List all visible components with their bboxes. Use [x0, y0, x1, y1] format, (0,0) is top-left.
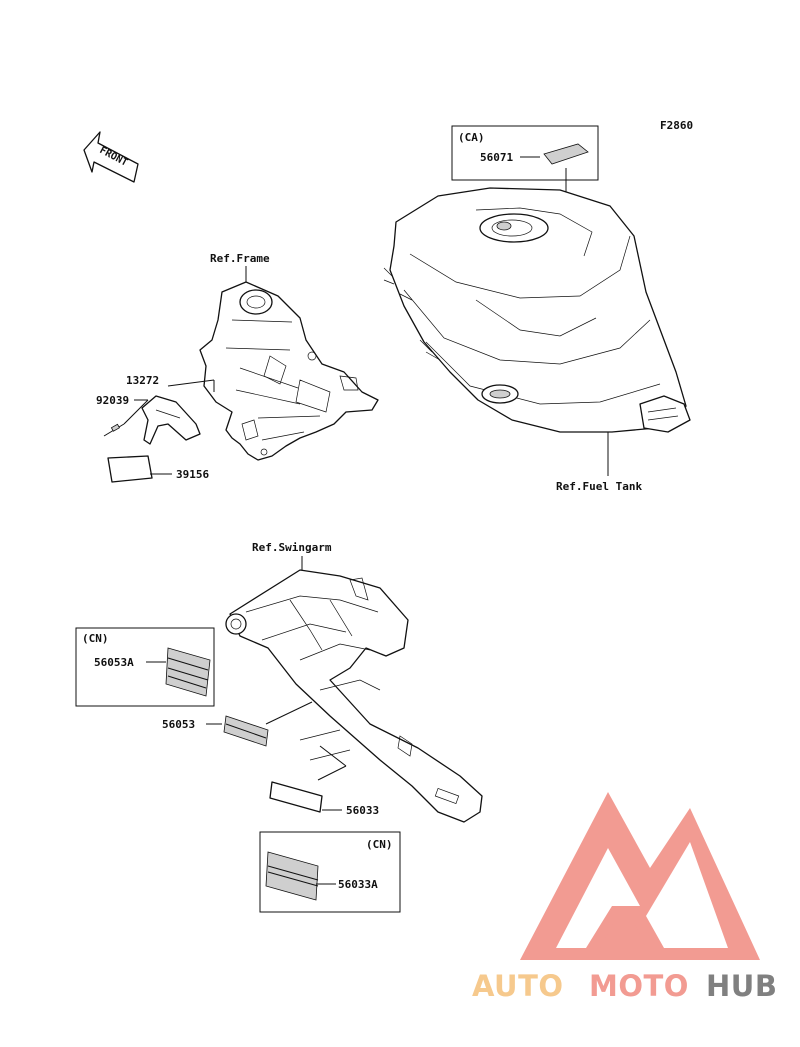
part-56033A: 56033A: [338, 878, 378, 891]
watermark-moto: MOTO: [589, 969, 689, 1003]
automotohub-logo: AUTO MOTO HUB: [472, 792, 777, 1003]
ca-box-label: (CA): [458, 131, 485, 144]
front-arrow-icon: FRONT: [83, 131, 139, 183]
ref-fuel-tank-label: Ref.Fuel Tank: [556, 480, 642, 493]
screw-part-92039: [103, 423, 125, 437]
part-56053: 56053: [162, 718, 195, 731]
ca-box: [451, 125, 599, 181]
label-part-56053: [223, 715, 269, 747]
ref-frame-label: Ref.Frame: [210, 252, 270, 265]
label-part-56071: [543, 143, 589, 165]
figure-code: F2860: [660, 119, 693, 132]
label-part-56033A: [265, 851, 319, 901]
cn-box-bottom-label: (CN): [366, 838, 393, 851]
part-56071: 56071: [480, 151, 513, 164]
part-56033: 56033: [346, 804, 379, 817]
fuel-tank-illustration: [383, 187, 691, 433]
cn-box-left: [75, 627, 215, 707]
watermark-hub: HUB: [706, 969, 777, 1003]
bracket-part-13272: [141, 395, 201, 445]
label-part-56053A: [165, 647, 211, 697]
swingarm-illustration: [225, 569, 483, 823]
part-56053A: 56053A: [94, 656, 134, 669]
cn-box-left-label: (CN): [82, 632, 109, 645]
frame-illustration: [199, 281, 379, 461]
ref-swingarm-label: Ref.Swingarm: [252, 541, 332, 554]
cn-box-bottom: [259, 831, 401, 913]
watermark-auto: AUTO: [472, 969, 564, 1003]
label-part-56033: [269, 781, 323, 813]
part-13272: 13272: [126, 374, 159, 387]
part-92039: 92039: [96, 394, 129, 407]
label-part-39156: [107, 455, 153, 483]
part-39156: 39156: [176, 468, 209, 481]
